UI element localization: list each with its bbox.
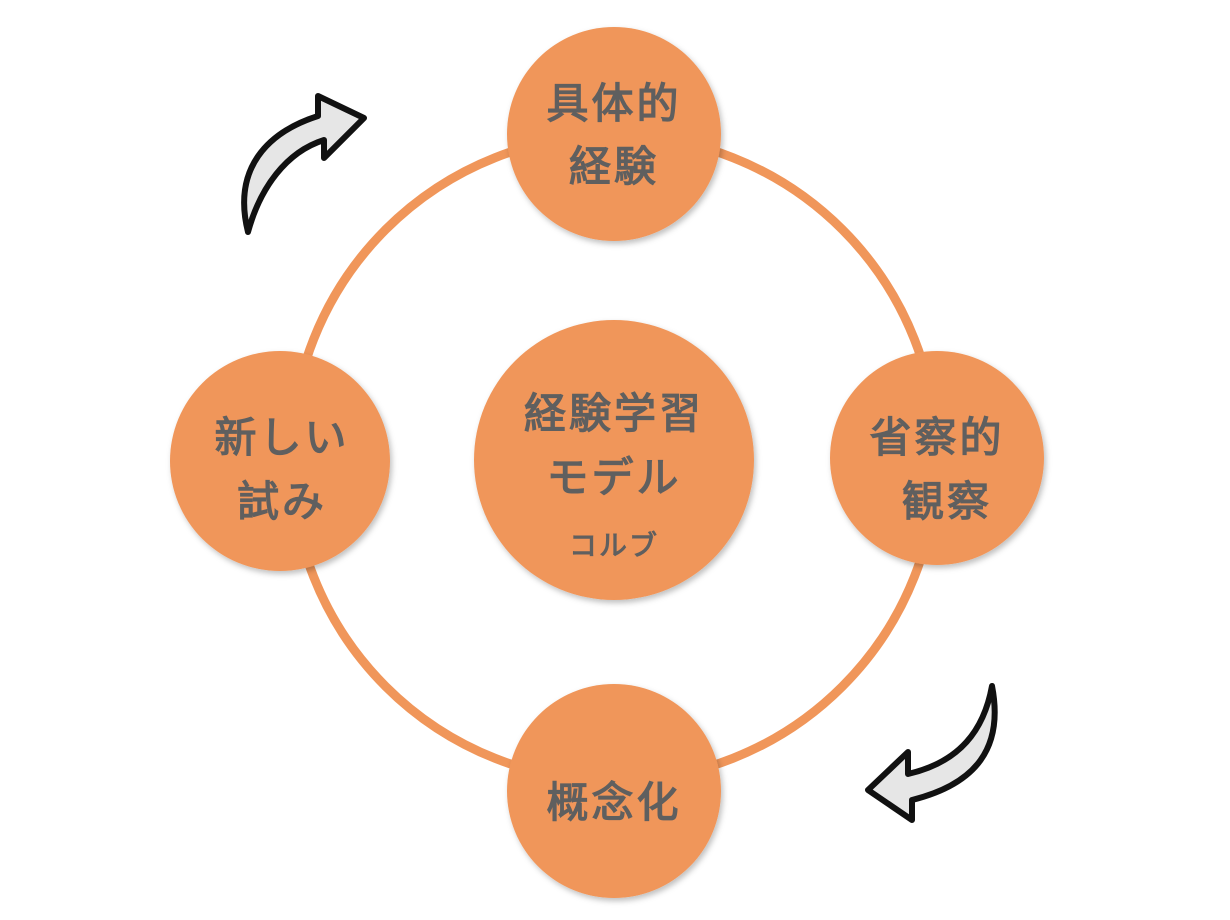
node-circle-right [830, 351, 1044, 565]
node-center-model: 経験学習 モデル コルブ [474, 320, 754, 600]
arrow-lower-right-shape [865, 683, 998, 823]
node-top-line2: 経験 [569, 142, 659, 191]
node-circle-left [170, 351, 390, 571]
node-new-trial: 新しい 試み [170, 351, 390, 571]
node-right-line1: 省察的 [869, 413, 1004, 462]
node-left-line1: 新しい [214, 413, 349, 462]
center-line1: 経験学習 [524, 389, 704, 438]
node-bottom-line1: 概念化 [546, 778, 681, 827]
node-circle-bottom [507, 684, 721, 898]
node-left-line2: 試み [237, 477, 327, 526]
center-line3: コルブ [569, 529, 659, 562]
curved-arrow-icon [241, 93, 367, 235]
curved-arrow-icon [865, 683, 998, 823]
node-reflective-observation: 省察的 観察 [830, 351, 1044, 565]
arrow-upper-left-shape [241, 93, 367, 235]
center-line2: モデル [546, 453, 681, 502]
node-circle-top [507, 27, 721, 241]
node-right-line2: 観察 [902, 477, 992, 526]
node-conceptualization: 概念化 [507, 684, 721, 898]
node-circle-center [474, 320, 754, 600]
node-top-line1: 具体的 [546, 79, 681, 128]
node-concrete-experience: 具体的 経験 [507, 27, 721, 241]
